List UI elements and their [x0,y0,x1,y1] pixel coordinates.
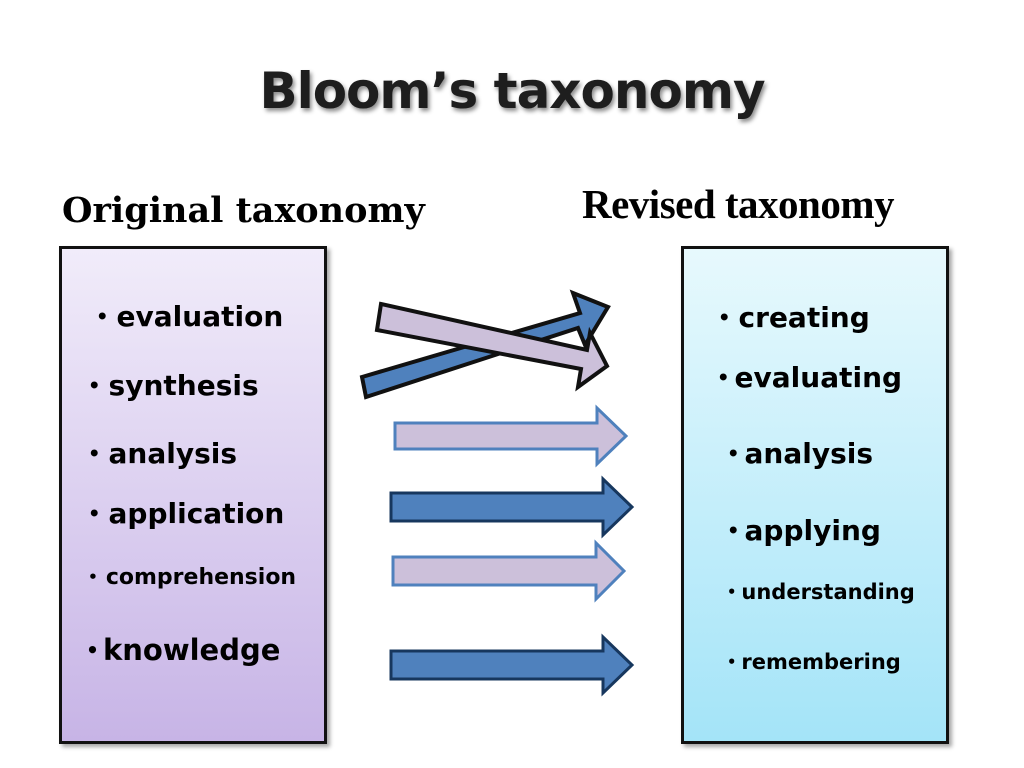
original-taxonomy-box [59,246,327,744]
original-item-application: •application [88,497,285,530]
revised-item-applying: •applying [727,514,881,547]
revised-item-understanding: •understanding [727,580,915,604]
original-item-comprehension: •comprehension [88,565,297,590]
revised-item-evaluating: •evaluating [717,361,903,394]
revised-taxonomy-box [681,246,949,744]
original-item-knowledge: •knowledge [86,633,281,667]
slide-title: Bloom’s taxonomy [259,62,765,120]
arrow-comprehension-to-understanding [391,539,627,603]
revised-item-remembering: •remembering [727,650,901,674]
arrow-evaluation-to-evaluating [374,301,610,392]
arrow-analysis-to-analysis [393,404,629,468]
arrow-knowledge-to-remembering [389,633,635,697]
original-taxonomy-heading: Original taxonomy [62,190,425,231]
revised-taxonomy-heading: Revised taxonomy [582,181,895,227]
original-item-synthesis: •synthesis [88,369,259,402]
revised-item-creating: •creating [718,301,870,334]
original-item-analysis: •analysis [88,437,238,470]
revised-item-analysis: •analysis [727,437,874,470]
arrow-application-to-applying [389,475,635,539]
original-item-evaluation: •evaluation [96,300,284,333]
